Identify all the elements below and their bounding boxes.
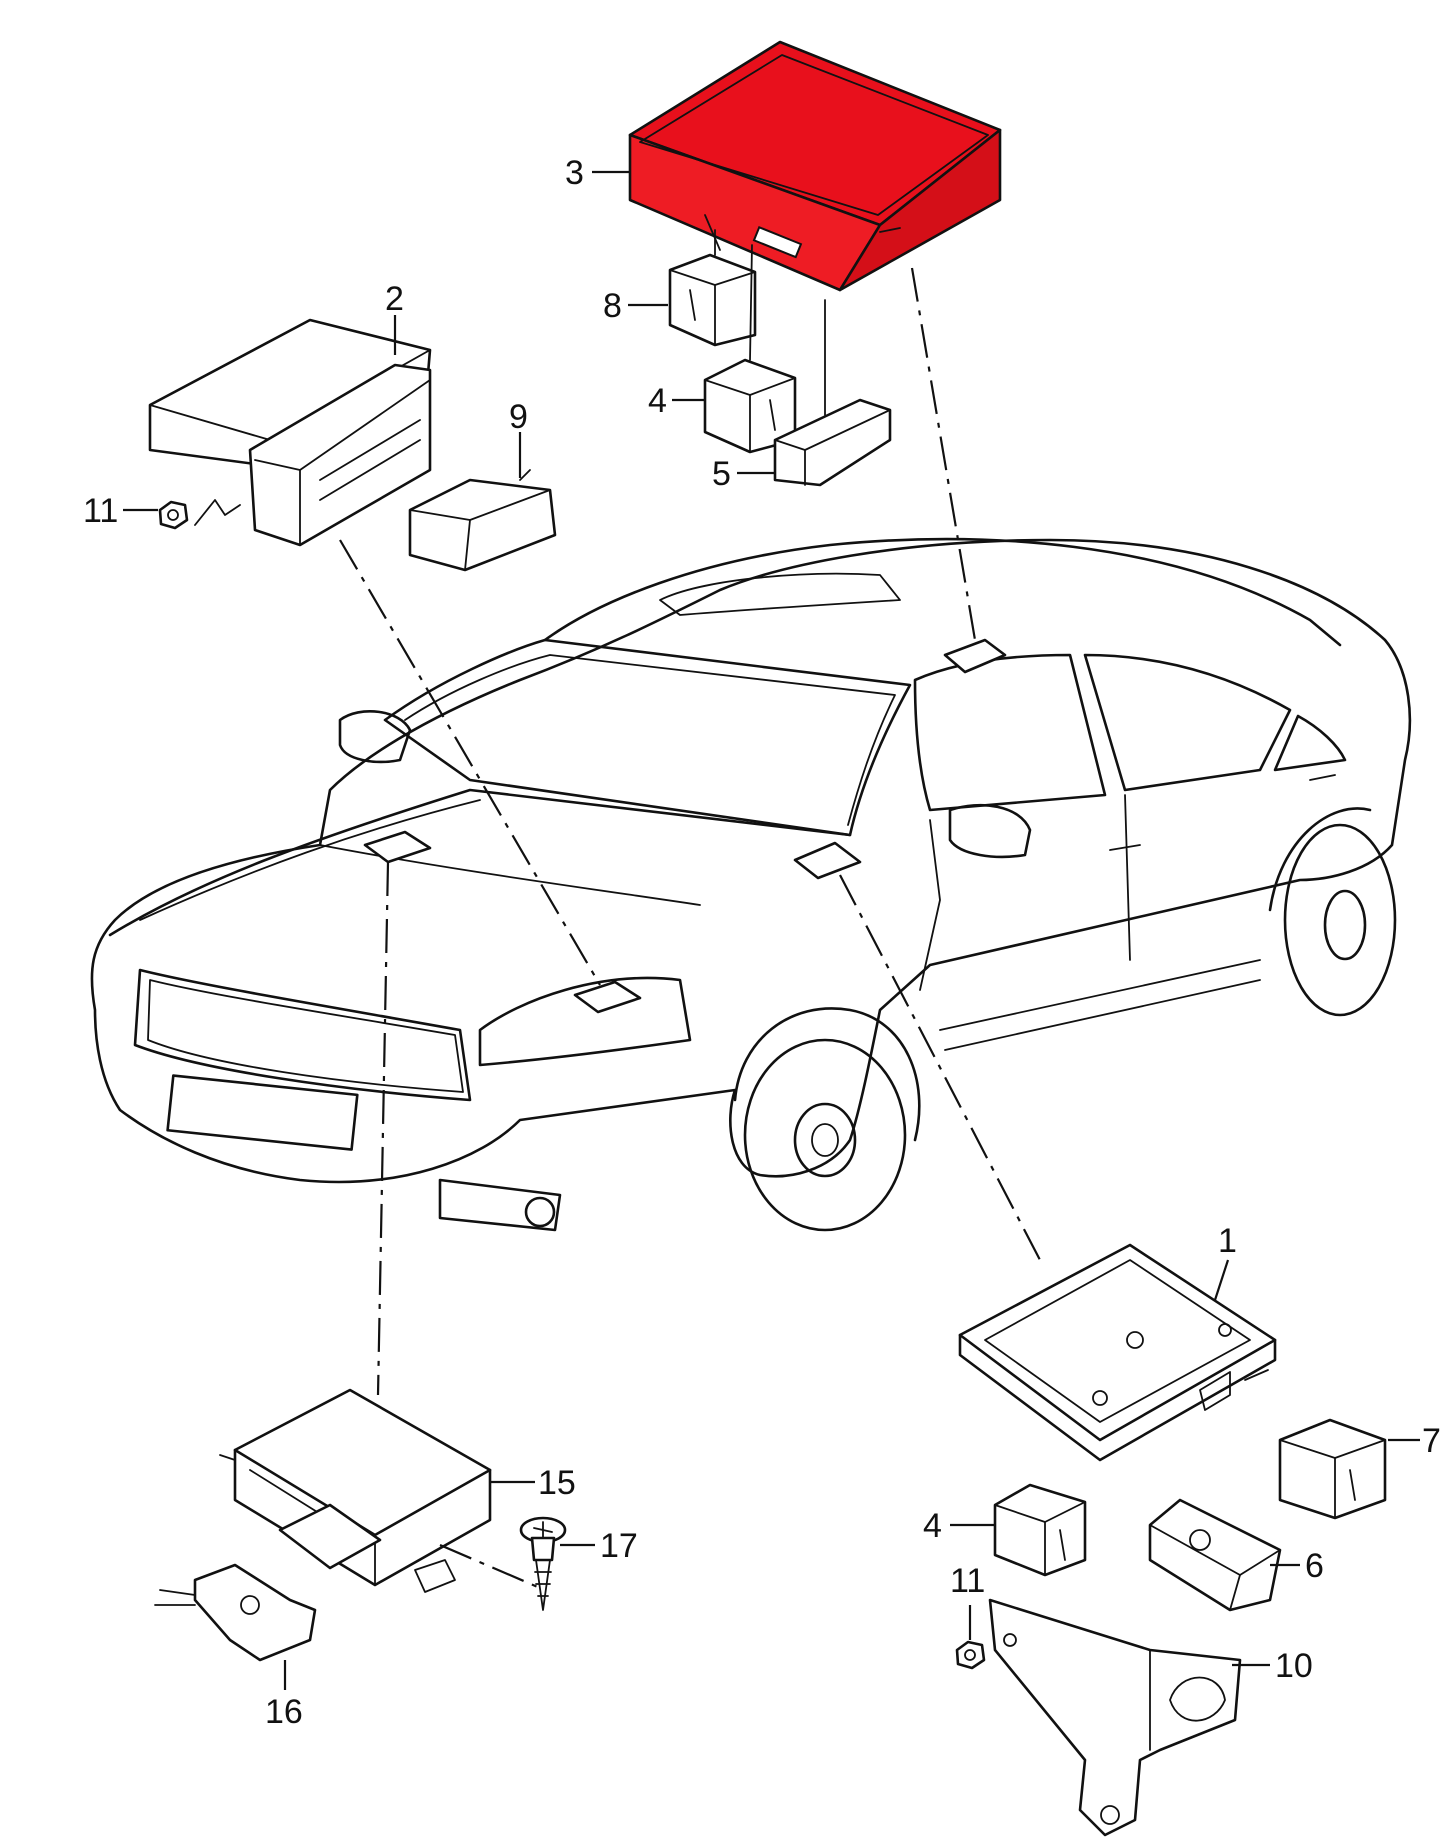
- part-9-connector: [408, 469, 557, 572]
- part-10-bracket: [988, 1598, 1242, 1837]
- label-part-1: 1: [1218, 1222, 1237, 1260]
- leader-lines: [123, 170, 1420, 1690]
- part-labels: 1 2 3 4 4 5 6 7 8 9 10 11 11 15 16 17: [83, 154, 1441, 1731]
- label-part-11-bottom: 11: [950, 1562, 985, 1600]
- label-part-3: 3: [565, 154, 584, 192]
- part-5-connector: [773, 398, 892, 487]
- label-part-8: 8: [603, 287, 622, 325]
- label-part-10: 10: [1275, 1647, 1313, 1685]
- label-part-7: 7: [1422, 1422, 1441, 1460]
- part-15-control-unit: [219, 1388, 492, 1593]
- label-part-11-top: 11: [83, 492, 118, 530]
- part-4-connector-bottom: [993, 1483, 1087, 1577]
- label-part-16: 16: [265, 1693, 303, 1731]
- part-11-nut-top: [158, 499, 241, 530]
- part-2-control-unit: [148, 318, 432, 547]
- label-part-2: 2: [385, 280, 404, 318]
- label-part-4-bottom: 4: [923, 1507, 942, 1545]
- label-part-15: 15: [538, 1464, 576, 1502]
- dash-lines: [339, 267, 1041, 1590]
- label-part-6: 6: [1305, 1547, 1324, 1585]
- part-17-screw: [519, 1516, 567, 1611]
- label-part-9: 9: [509, 398, 528, 436]
- part-11-nut-bottom: [955, 1640, 986, 1670]
- part-8-connector: [668, 253, 757, 347]
- label-part-17: 17: [600, 1527, 638, 1565]
- part-3-control-unit: [628, 40, 1002, 292]
- part-6-connector: [1148, 1498, 1282, 1612]
- car-illustration: [90, 537, 1412, 1232]
- part-16-bracket: [154, 1563, 317, 1662]
- part-1-control-unit: [958, 1243, 1277, 1462]
- label-part-5: 5: [712, 455, 731, 493]
- part-7-connector: [1278, 1418, 1387, 1520]
- label-part-4-top: 4: [648, 382, 667, 420]
- part-top-leader-lines: [714, 229, 826, 416]
